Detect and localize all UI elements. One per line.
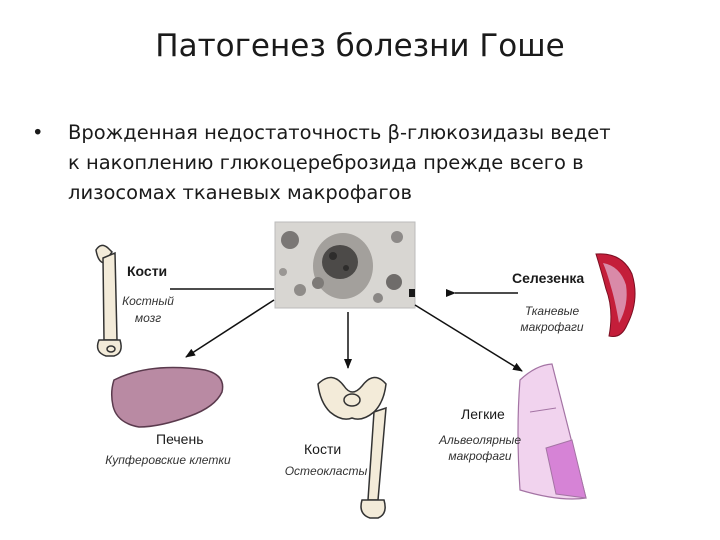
lungs-subtitle-2: макрофаги	[448, 449, 512, 463]
bones-top-title: Кости	[127, 263, 168, 279]
bullet-marker: •	[32, 121, 44, 144]
slide-title: Патогенез болезни Гоше	[155, 28, 565, 64]
arrow-to-lungs	[414, 304, 523, 372]
lung-image	[517, 363, 587, 500]
bullet-line-3: лизосомах тканевых макрофагов	[68, 181, 412, 204]
bone-top-left-image	[95, 244, 122, 357]
bones-top-subtitle-1: Костный	[122, 294, 174, 308]
arrow-to-liver	[185, 299, 275, 358]
liver-title: Печень	[156, 431, 204, 447]
spleen-subtitle-2: макрофаги	[520, 320, 584, 334]
liver-image	[110, 366, 224, 428]
bones-bottom-title: Кости	[304, 441, 342, 457]
pelvis-femur-image	[317, 376, 387, 519]
lungs-title: Легкие	[461, 406, 505, 422]
bullet-point: • Врожденная недостаточность β-глюкозида…	[28, 118, 698, 208]
liver-subtitle: Купферовские клетки	[105, 453, 231, 467]
bones-top-subtitle-2: мозг	[134, 311, 162, 325]
bones-bottom-subtitle: Остеокласты	[284, 464, 368, 478]
spleen-subtitle-1: Тканевые	[524, 304, 580, 318]
macrophage-micrograph-image	[274, 221, 416, 309]
spleen-image	[595, 253, 636, 337]
bullet-text: Врожденная недостаточность β-глюкозидазы…	[68, 118, 698, 208]
bullet-line-2: к накоплению глюкоцереброзида прежде все…	[68, 151, 584, 174]
bullet-line-1: Врожденная недостаточность β-глюкозидазы…	[68, 121, 611, 144]
spleen-title: Селезенка	[512, 270, 585, 286]
lungs-subtitle-1: Альвеолярные	[438, 433, 522, 447]
